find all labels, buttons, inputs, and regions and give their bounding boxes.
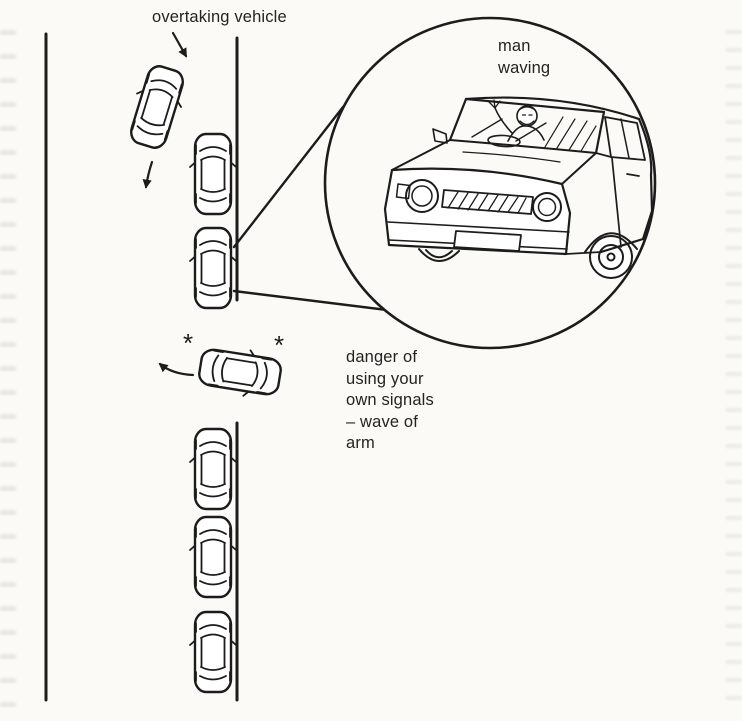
- danger-note-line-3: own signals: [346, 391, 434, 409]
- callout-line-lower: [232, 289, 389, 312]
- turning-direction-arrow: [158, 362, 195, 377]
- headlight-left: [405, 179, 439, 213]
- door-lines: [565, 152, 640, 255]
- queue-car-3: [188, 427, 238, 511]
- queue-car-4: [188, 515, 238, 599]
- danger-note-label: danger of using your own signals – wave …: [346, 347, 434, 455]
- hood-crease: [462, 151, 561, 163]
- rear-wheel-hub: [606, 252, 616, 262]
- roofline: [464, 96, 641, 121]
- turning-car-shape: [195, 341, 285, 403]
- danger-note-line-2: using your: [346, 369, 424, 388]
- queue-car-1: [188, 132, 238, 216]
- overtaking-car-shape: [122, 60, 192, 154]
- rear-wheel-rim: [598, 244, 624, 270]
- grille: [441, 189, 534, 215]
- indicator-left: [395, 183, 411, 200]
- overtaking-vehicle-label: overtaking vehicle: [152, 8, 287, 26]
- man-waving-line-2: waving: [498, 58, 551, 77]
- waving-arm: [494, 107, 513, 134]
- b-pillar: [620, 118, 630, 159]
- wipers: [471, 118, 547, 142]
- queue-car-5-shape: [188, 610, 238, 694]
- headlight-left-inner: [411, 185, 433, 207]
- front-wheel: [418, 248, 460, 262]
- headlight-right-inner: [537, 197, 557, 217]
- turning-car: [195, 341, 285, 403]
- driver-waving: [487, 99, 545, 148]
- asterisk-left: *: [183, 328, 194, 358]
- driver-head: [516, 105, 538, 127]
- windshield-base: [449, 139, 597, 154]
- license-plate: [453, 230, 522, 252]
- callout-line-upper: [232, 105, 345, 249]
- windshield-hatch: [544, 116, 597, 152]
- man-waving-label: man waving: [498, 36, 550, 79]
- queue-car-2: [188, 226, 238, 310]
- queue-car-4-shape: [188, 515, 238, 599]
- steering-wheel: [487, 134, 521, 148]
- scan-bleed-artifact-left: [0, 30, 16, 711]
- label-pointer-arrow: [171, 31, 188, 58]
- rear-edge: [599, 117, 654, 254]
- driver-face: [518, 106, 536, 126]
- rear-wheel: [589, 235, 633, 279]
- danger-note-line-1: danger of: [346, 348, 418, 366]
- scan-bleed-artifact-right: [726, 30, 742, 711]
- grille-hatch: [447, 191, 527, 214]
- queue-car-1-shape: [188, 132, 238, 216]
- rear-wheel-arch: [584, 232, 638, 253]
- man-waving-line-1: man: [498, 37, 531, 55]
- waving-hand: [488, 99, 501, 109]
- danger-note-line-5: arm: [346, 434, 375, 452]
- hood-edges: [391, 139, 597, 185]
- windshield-frame: [448, 97, 606, 155]
- queue-car-3-shape: [188, 427, 238, 511]
- overtaking-car: [122, 60, 192, 154]
- queue-car-2-shape: [188, 226, 238, 310]
- overtaking-direction-arrow: [142, 160, 154, 189]
- danger-note-line-4: – wave of: [346, 412, 418, 431]
- asterisk-right: *: [274, 330, 285, 360]
- side-mirror: [432, 128, 448, 144]
- queue-car-5: [188, 610, 238, 694]
- side-window: [604, 116, 646, 161]
- inset-car: [383, 96, 654, 279]
- headlight-right: [532, 192, 562, 222]
